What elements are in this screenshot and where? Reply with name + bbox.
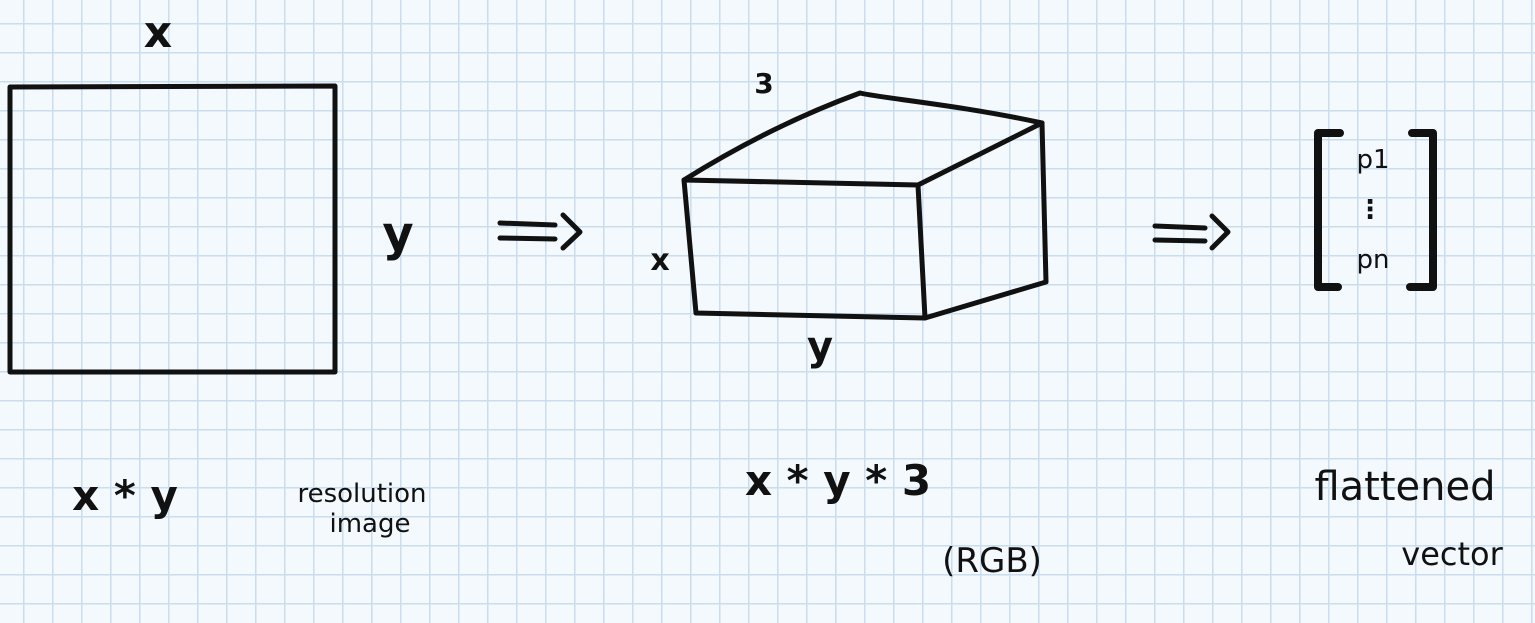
right-bracket-icon bbox=[1406, 129, 1437, 291]
vector-caption-line1: flattened bbox=[1314, 464, 1495, 510]
vector-panel: p1 ⋮ pn flattened vector bbox=[1314, 129, 1504, 573]
tensor-front-label: y bbox=[807, 324, 833, 370]
vector-last-entry: pn bbox=[1357, 245, 1390, 275]
tensor-caption: x * y * 3 bbox=[745, 456, 931, 505]
image-caption-dims: x * y bbox=[72, 471, 178, 520]
image-caption-line1: resolution bbox=[297, 479, 426, 509]
tensor-caption-note: (RGB) bbox=[942, 541, 1042, 581]
image-caption-line2: image bbox=[330, 509, 411, 539]
arrow-2-icon: => bbox=[1152, 213, 1231, 251]
arrow-1-icon: => bbox=[497, 212, 583, 251]
left-bracket-icon bbox=[1314, 129, 1344, 291]
image-width-label: x bbox=[144, 7, 172, 58]
image-rectangle bbox=[7, 83, 338, 375]
tensor-panel: 3 x y x * y * 3 (RGB) bbox=[650, 67, 1049, 581]
vector-ellipsis: ⋮ bbox=[1357, 195, 1383, 225]
image-height-label: y bbox=[382, 206, 413, 262]
vector-first-entry: p1 bbox=[1356, 145, 1389, 175]
tensor-side-label: x bbox=[650, 243, 669, 278]
tensor-depth-label: 3 bbox=[754, 67, 773, 100]
vector-caption-line2: vector bbox=[1401, 535, 1503, 573]
image-panel: x y x * y resolution image bbox=[7, 7, 427, 539]
tensor-box bbox=[681, 90, 1049, 321]
